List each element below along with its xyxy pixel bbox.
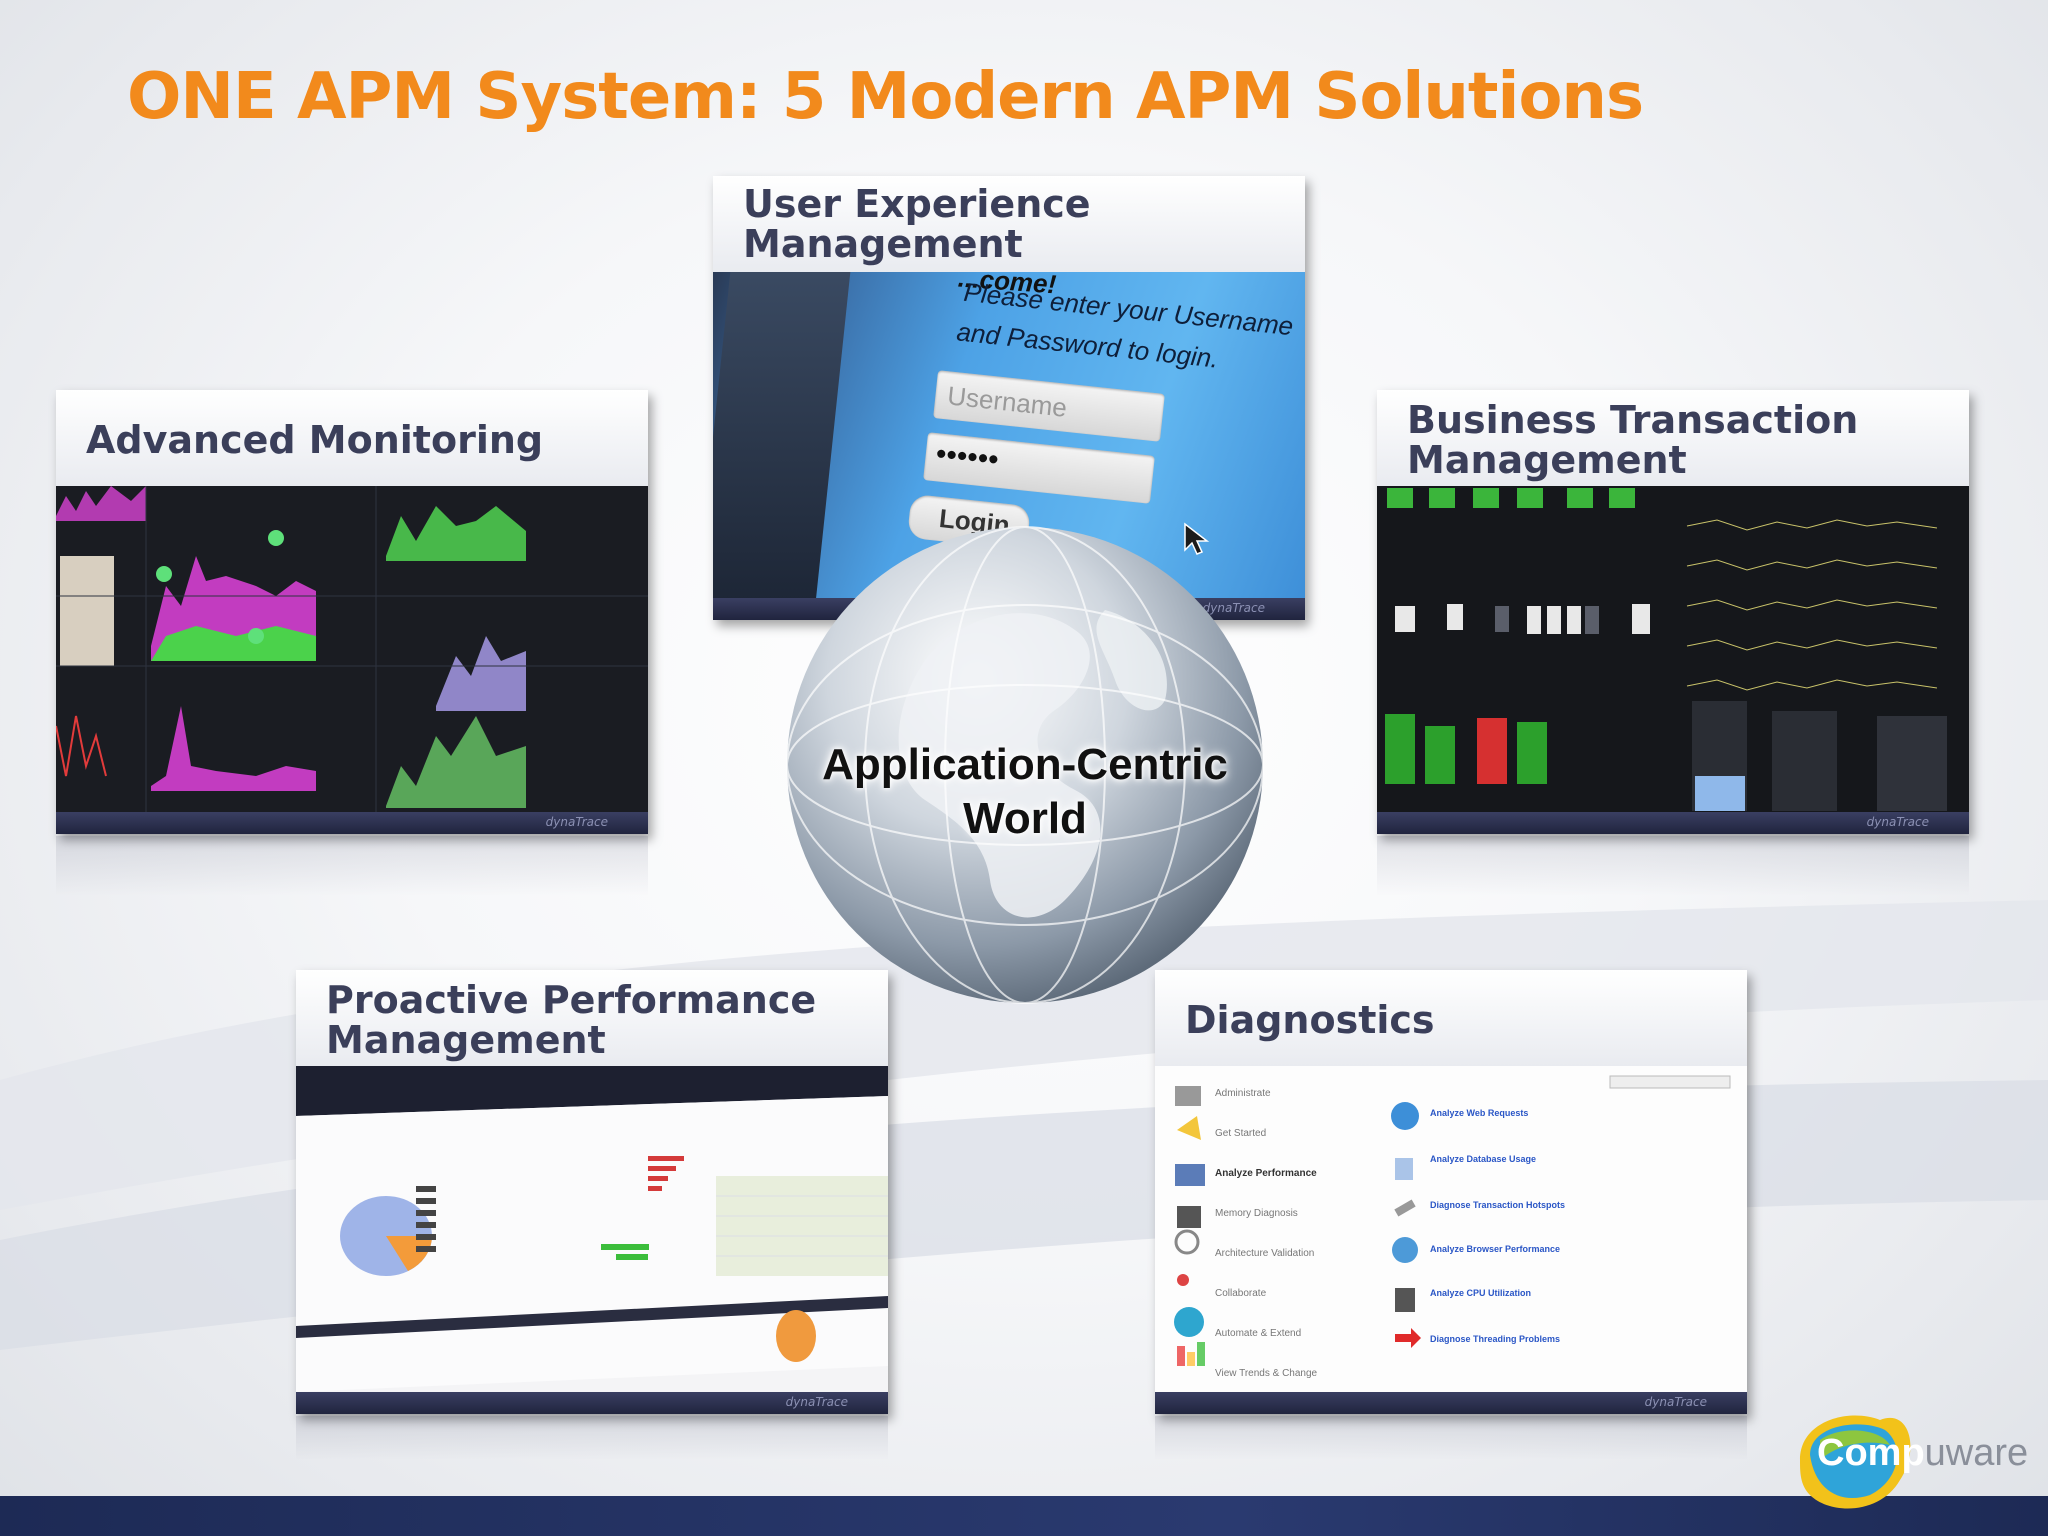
username-placeholder: Username bbox=[945, 380, 1069, 423]
globe-icon bbox=[786, 526, 1264, 1004]
logo-text-part2: uware bbox=[1924, 1432, 2029, 1474]
diag-link[interactable]: Diagnose Threading Problems bbox=[1430, 1334, 1561, 1344]
panel-advanced-monitoring[interactable]: Advanced Monitoring dynaTrace bbox=[56, 390, 648, 834]
globe-label: Application-Centric World bbox=[790, 738, 1260, 846]
diag-link[interactable]: Analyze Browser Performance bbox=[1430, 1244, 1561, 1254]
diag-menu-item[interactable]: Architecture Validation bbox=[1215, 1248, 1315, 1259]
slide-title: ONE APM System: 5 Modern APM Solutions bbox=[127, 60, 1644, 134]
panel-brand: dynaTrace bbox=[545, 815, 608, 829]
monitoring-dashboard-screenshot bbox=[56, 486, 648, 812]
diagnostics-icons-graphic bbox=[1174, 1075, 1731, 1366]
transaction-flow-graphic bbox=[1377, 486, 1969, 812]
diagnostics-menu-screenshot: Administrate Get Started Analyze Perform… bbox=[1155, 1066, 1747, 1392]
password-field[interactable]: •••••• bbox=[923, 432, 1155, 504]
panel-header: Advanced Monitoring bbox=[56, 390, 648, 486]
diag-link[interactable]: Analyze Web Requests bbox=[1430, 1108, 1529, 1118]
diag-menu-item[interactable]: Automate & Extend bbox=[1215, 1328, 1302, 1339]
panel-header: Diagnostics bbox=[1155, 970, 1747, 1066]
globe-label-line2: World bbox=[963, 794, 1087, 843]
logo-text-part1: Comp bbox=[1817, 1432, 1925, 1474]
diag-menu-item[interactable]: Administrate bbox=[1215, 1088, 1271, 1099]
panel-header: User Experience Management bbox=[713, 176, 1305, 272]
diag-menu-item[interactable]: Memory Diagnosis bbox=[1215, 1208, 1298, 1219]
diag-menu-item[interactable]: Analyze Performance bbox=[1215, 1168, 1317, 1179]
panel-footer: dynaTrace bbox=[296, 1392, 888, 1414]
panel-title: Business Transaction Management bbox=[1407, 398, 1859, 482]
panel-brand: dynaTrace bbox=[785, 1395, 848, 1409]
panel-proactive-performance-management[interactable]: Proactive Performance Management dynaTra… bbox=[296, 970, 888, 1414]
performance-report-graphic bbox=[296, 1066, 888, 1392]
footer-bar bbox=[0, 1496, 2048, 1536]
panel-title: User Experience Management bbox=[743, 182, 1091, 266]
panel-header: Business Transaction Management bbox=[1377, 390, 1969, 486]
diag-menu-item[interactable]: Collaborate bbox=[1215, 1288, 1267, 1299]
password-mask: •••••• bbox=[934, 437, 1001, 477]
diag-link[interactable]: Analyze CPU Utilization bbox=[1430, 1288, 1532, 1298]
panel-brand: dynaTrace bbox=[1866, 815, 1929, 829]
panel-brand: dynaTrace bbox=[1644, 1395, 1707, 1409]
diag-link[interactable]: Analyze Database Usage bbox=[1430, 1154, 1537, 1164]
panel-title: Diagnostics bbox=[1185, 998, 1435, 1042]
panel-title: Advanced Monitoring bbox=[86, 418, 544, 462]
globe-label-line1: Application-Centric bbox=[822, 740, 1228, 789]
panel-reflection bbox=[56, 836, 648, 896]
panel-diagnostics[interactable]: Diagnostics Adminis bbox=[1155, 970, 1747, 1414]
panel-reflection bbox=[296, 1416, 888, 1460]
monitoring-charts-graphic bbox=[56, 486, 648, 812]
diag-link[interactable]: Diagnose Transaction Hotspots bbox=[1430, 1200, 1566, 1210]
panel-brand: dynaTrace bbox=[1202, 601, 1265, 615]
panel-header: Proactive Performance Management bbox=[296, 970, 888, 1066]
panel-footer: dynaTrace bbox=[56, 812, 648, 834]
compuware-logo bbox=[1800, 1415, 1911, 1509]
panel-footer: dynaTrace bbox=[1377, 812, 1969, 834]
username-field[interactable]: Username bbox=[933, 370, 1165, 442]
performance-report-screenshot bbox=[296, 1066, 888, 1392]
panel-title: Proactive Performance Management bbox=[326, 978, 817, 1062]
panel-reflection bbox=[1155, 1416, 1747, 1460]
transaction-dashboard-screenshot bbox=[1377, 486, 1969, 812]
diag-menu-item[interactable]: View Trends & Change bbox=[1215, 1368, 1318, 1379]
logo-text: Compuware bbox=[1817, 1432, 2028, 1475]
panel-reflection bbox=[1377, 836, 1969, 896]
panel-footer: dynaTrace bbox=[1155, 1392, 1747, 1414]
cursor-icon bbox=[1184, 522, 1210, 555]
panel-business-transaction-management[interactable]: Business Transaction Management bbox=[1377, 390, 1969, 834]
diag-menu-item[interactable]: Get Started bbox=[1215, 1128, 1267, 1139]
